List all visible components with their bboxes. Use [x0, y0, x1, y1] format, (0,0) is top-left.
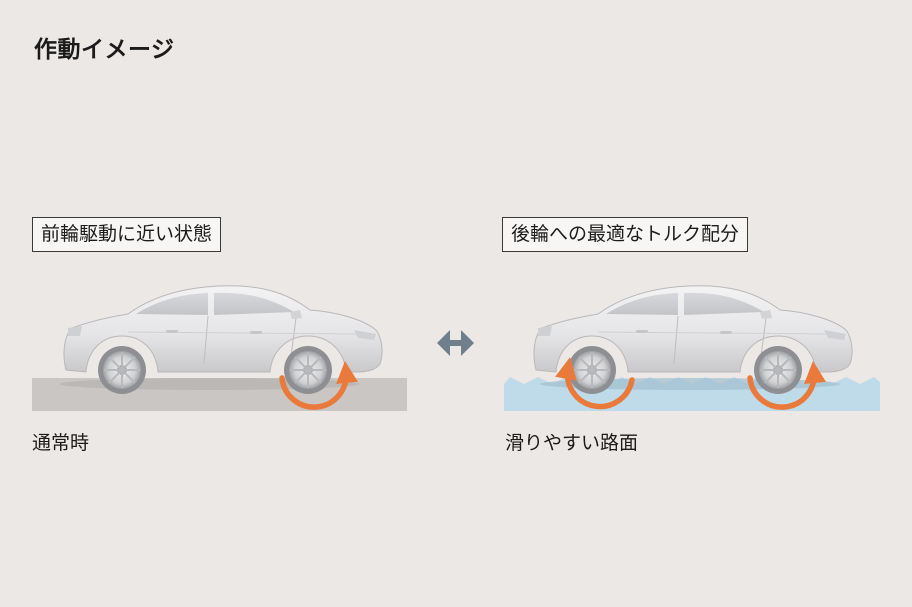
left-mode-label: 前輪駆動に近い状態	[32, 217, 222, 252]
right-mode-label: 後輪への最適なトルク配分	[502, 217, 749, 252]
right-front-rotation-arrow-icon	[747, 361, 826, 410]
left-car	[63, 284, 384, 395]
right-car	[533, 284, 854, 395]
switch-arrow-icon	[437, 330, 474, 356]
left-caption: 通常時	[32, 432, 90, 454]
page-title: 作動イメージ	[34, 37, 175, 63]
right-caption: 滑りやすい路面	[505, 432, 639, 454]
left-front-rotation-arrow-icon	[279, 361, 358, 410]
right-rear-rotation-arrow-icon	[555, 357, 635, 410]
